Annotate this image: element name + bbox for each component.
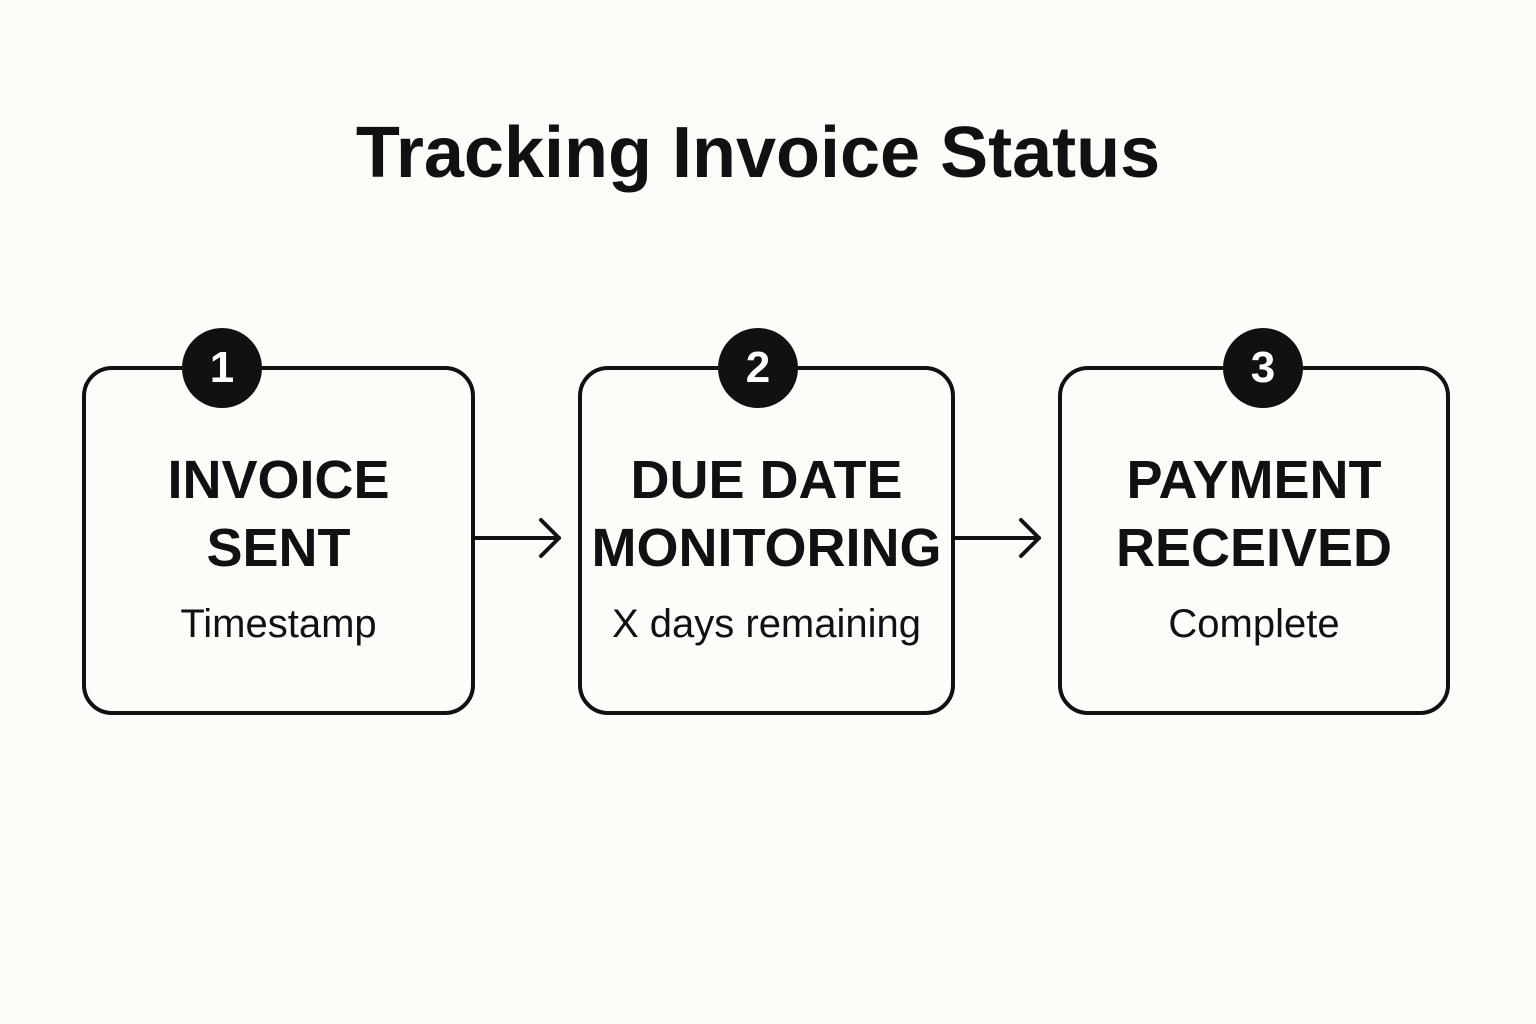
step-heading-line: PAYMENT [1126, 450, 1382, 510]
step-invoice-sent: 1 INVOICE SENT Timestamp [82, 328, 475, 715]
step-payment-received: 3 PAYMENT RECEIVED Complete [1058, 328, 1450, 715]
step-due-date-monitoring: 2 DUE DATE MONITORING X days remaining [578, 328, 955, 715]
step-number-badge: 2 [718, 328, 798, 408]
step-heading: PAYMENT RECEIVED [1062, 446, 1446, 582]
step-heading-line: SENT [206, 518, 351, 578]
step-heading: INVOICE SENT [86, 446, 471, 582]
step-heading-line: RECEIVED [1115, 518, 1393, 578]
step-subtitle: X days remaining [611, 602, 922, 646]
arrow-right-icon [475, 513, 565, 563]
step-number-badge: 1 [182, 328, 262, 408]
step-heading-line: INVOICE [167, 450, 390, 510]
step-heading-line: MONITORING [591, 518, 942, 578]
arrow-right-icon [955, 513, 1045, 563]
diagram-title: Tracking Invoice Status [355, 113, 1161, 193]
step-heading-line: DUE DATE [630, 450, 903, 510]
step-heading: DUE DATE MONITORING [582, 446, 951, 582]
step-subtitle: Timestamp [180, 602, 377, 646]
step-subtitle: Complete [1168, 602, 1340, 646]
step-number-badge: 3 [1223, 328, 1303, 408]
